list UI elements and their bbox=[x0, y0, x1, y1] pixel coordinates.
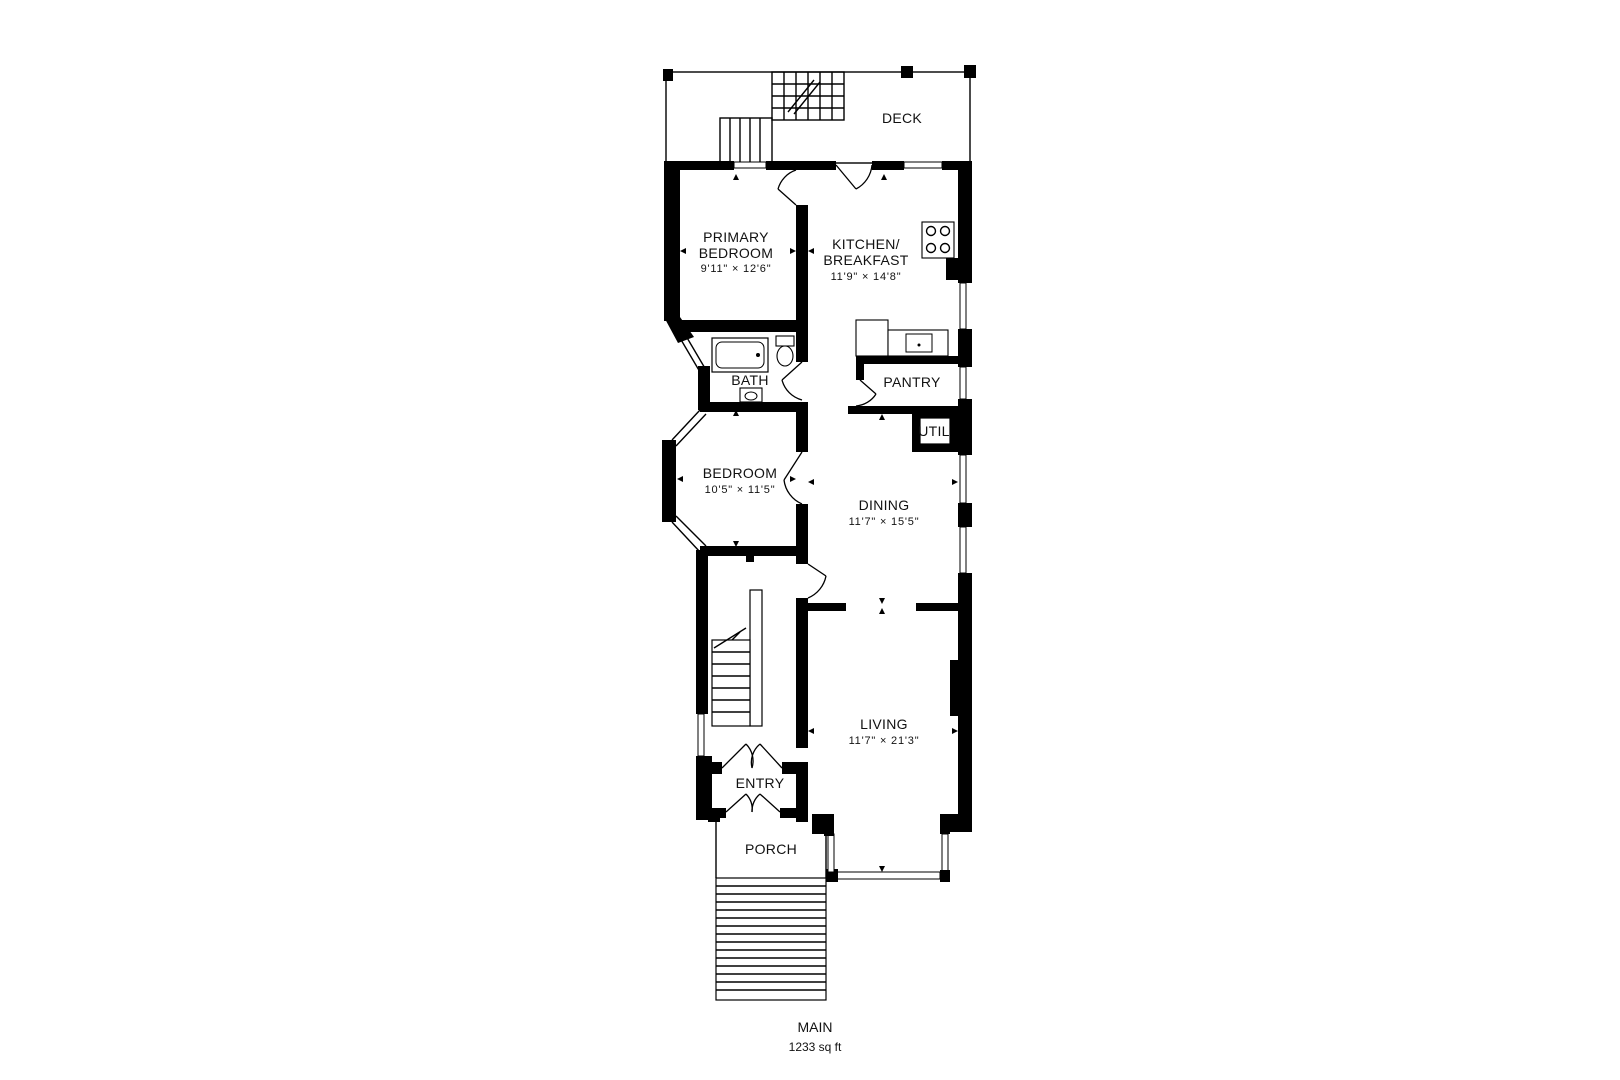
room-label-bath: BATH bbox=[731, 372, 769, 388]
interior-stairs bbox=[711, 556, 763, 727]
room-label-deck: DECK bbox=[882, 110, 922, 126]
doors bbox=[721, 164, 877, 813]
room-label-bedroom: BEDROOM bbox=[703, 465, 777, 481]
room-dims-bedroom: 10'5" × 11'5" bbox=[705, 484, 776, 496]
deck-area bbox=[663, 65, 976, 164]
sink-icon bbox=[739, 387, 763, 403]
room-label-pantry: PANTRY bbox=[883, 374, 941, 390]
room-label-primary-bedroom-line2: BEDROOM bbox=[699, 245, 773, 261]
toilet-icon bbox=[775, 335, 795, 367]
room-label-living: LIVING bbox=[860, 716, 908, 732]
deck-stairs bbox=[719, 71, 845, 164]
dimension-markers bbox=[677, 174, 958, 872]
room-label-primary-bedroom-line1: PRIMARY bbox=[703, 229, 769, 245]
stove-icon bbox=[921, 221, 955, 259]
room-label-porch: PORCH bbox=[745, 841, 797, 857]
room-dims-kitchen: 11'9" × 14'8" bbox=[831, 271, 902, 283]
room-label-util: UTIL bbox=[918, 423, 950, 439]
room-label-entry: ENTRY bbox=[736, 775, 785, 791]
kitchen-sink-icon bbox=[855, 319, 949, 357]
porch-area bbox=[715, 822, 827, 1001]
room-dims-living: 11'7" × 21'3" bbox=[849, 735, 920, 747]
interior-walls bbox=[680, 205, 960, 822]
room-dims-primary-bedroom: 9'11" × 12'6" bbox=[701, 263, 772, 275]
front-stairs bbox=[715, 877, 827, 1001]
room-label-kitchen-line1: KITCHEN/ bbox=[832, 236, 900, 252]
fixtures bbox=[711, 221, 955, 403]
floor-area: 1233 sq ft bbox=[789, 1040, 842, 1054]
floor-name: MAIN bbox=[798, 1019, 833, 1035]
room-dims-dining: 11'7" × 15'5" bbox=[849, 516, 920, 528]
outer-walls bbox=[662, 161, 972, 882]
room-label-kitchen-line2: BREAKFAST bbox=[823, 252, 908, 268]
room-label-dining: DINING bbox=[859, 497, 910, 513]
